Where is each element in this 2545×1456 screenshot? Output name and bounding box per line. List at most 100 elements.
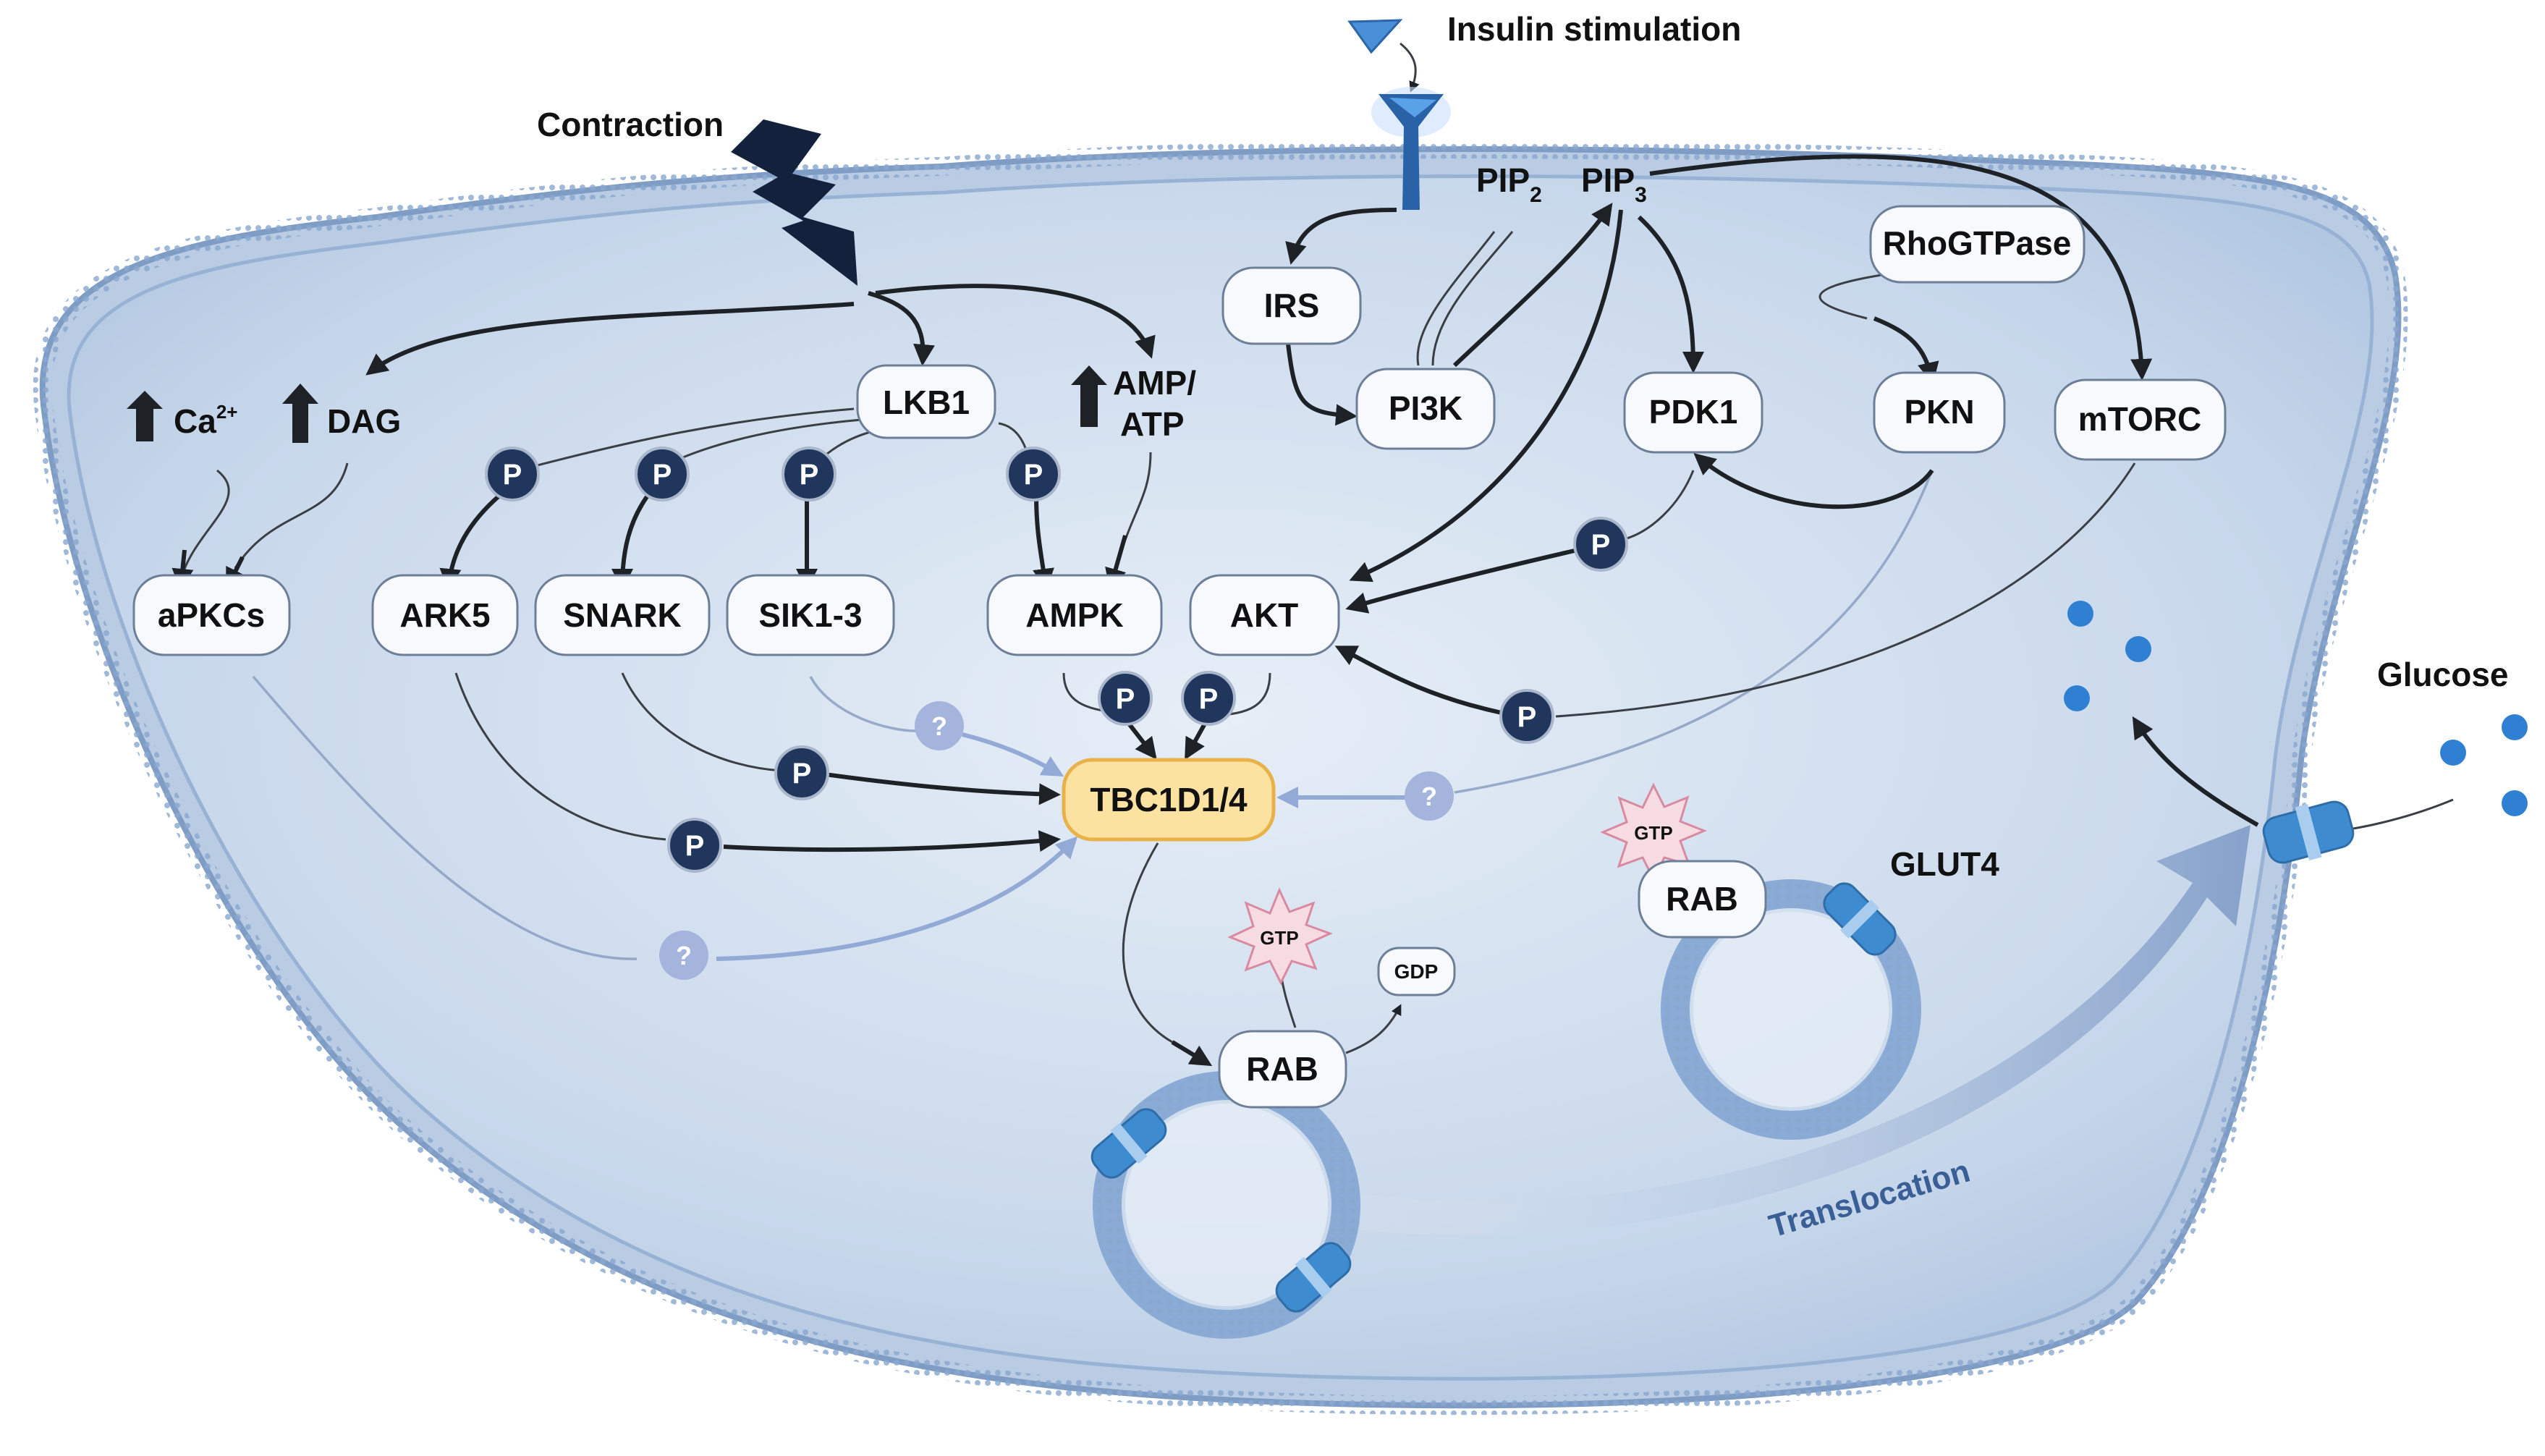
node-gdp-label: GDP xyxy=(1394,960,1439,983)
phospho-badge-snark-label: P xyxy=(653,459,672,491)
arrow-p-akt-mtorc xyxy=(1334,646,1502,715)
glut4-transporter-icon xyxy=(1091,1108,1167,1179)
glut4-label: GLUT4 xyxy=(1890,845,1999,883)
ca-label: Ca2+ xyxy=(174,401,237,440)
link-ca-apkcs xyxy=(179,469,230,580)
insulin-ligand-icon xyxy=(1347,19,1403,54)
arrow-p-tbc-snark xyxy=(824,772,1061,805)
link-pdk1-p xyxy=(1624,470,1695,541)
contraction-label: Contraction xyxy=(537,106,724,143)
link-snark-tbc xyxy=(621,672,782,772)
node-ampk: AMPK xyxy=(986,574,1163,656)
amp-up-arrow-icon xyxy=(1071,365,1107,427)
ca-up-arrow-icon xyxy=(127,391,163,441)
node-rab-main-label: RAB xyxy=(1246,1050,1318,1088)
insulin-arrow xyxy=(1399,42,1420,93)
faint-link-apkcs-tbc xyxy=(252,675,638,960)
arrow-pip3-pdk1 xyxy=(1637,215,1704,373)
node-rab-vesicle: RAB xyxy=(1638,860,1767,939)
arrow-pi3k-pip3 xyxy=(1452,203,1613,368)
node-pkn-label: PKN xyxy=(1904,393,1974,431)
gtp-burst-vesicle: GTP xyxy=(1600,782,1707,882)
phospho-badge-ampk-tbc-label: P xyxy=(1116,683,1135,715)
phospho-badge-ark5-tbc: P xyxy=(667,818,722,873)
arrow-receptor-irs xyxy=(1285,208,1397,265)
glucose-molecule xyxy=(2125,636,2151,662)
phospho-badge-ark5-label: P xyxy=(503,459,522,491)
link-dag-apkcs xyxy=(234,462,349,569)
glucose-label: Glucose xyxy=(2377,656,2509,693)
arrow-contraction-lkb1 xyxy=(868,291,935,366)
cell-membrane-lipids xyxy=(33,140,2408,1415)
dag-label: DAG xyxy=(327,402,401,440)
glut4-transporter-icon xyxy=(1275,1242,1352,1313)
faint-link-pkn-q2 xyxy=(1454,470,1934,794)
node-ark5: ARK5 xyxy=(371,574,519,656)
link-rho-pkn xyxy=(1818,274,1882,320)
node-irs: IRS xyxy=(1221,266,1362,345)
pip2-label: PIP2 xyxy=(1476,161,1542,207)
arrow-pip3-mtorc xyxy=(1649,154,2153,381)
translocation-band xyxy=(1360,825,2250,1235)
arrow-akt-p-tbc xyxy=(1185,722,1207,761)
unknown-badge-sik-label: ? xyxy=(931,711,947,741)
link-pip3-left-a xyxy=(1431,231,1514,366)
node-ampk-label: AMPK xyxy=(1025,596,1123,634)
gtp-burst-main: GTP xyxy=(1227,887,1333,986)
node-sik13-label: SIK1-3 xyxy=(758,596,862,634)
amp-label-line1: AMP/ xyxy=(1113,364,1196,402)
node-irs-label: IRS xyxy=(1264,287,1320,324)
node-lkb1: LKB1 xyxy=(856,364,996,439)
unknown-badge-sik: ? xyxy=(915,701,964,750)
unknown-badge-apkcs-label: ? xyxy=(676,941,692,970)
phospho-badge-ark5: P xyxy=(485,446,540,501)
vesicle-main xyxy=(1091,1071,1360,1339)
node-tbc1d14-label: TBC1D1/4 xyxy=(1090,781,1248,818)
node-lkb1-label: LKB1 xyxy=(883,384,970,421)
node-akt: AKT xyxy=(1189,574,1340,656)
node-sik13: SIK1-3 xyxy=(726,574,895,656)
amp-label-line2: ATP xyxy=(1120,405,1185,443)
arrow-contraction-dag xyxy=(365,302,855,376)
gtp-label-main: GTP xyxy=(1260,927,1298,949)
phospho-badge-ampk: P xyxy=(1006,446,1061,501)
node-rab-vesicle-label: RAB xyxy=(1666,880,1738,918)
node-pkn: PKN xyxy=(1873,371,2006,454)
phospho-badge-pdk1-akt-label: P xyxy=(1591,529,1611,561)
phospho-badge-ampk-tbc: P xyxy=(1098,671,1153,726)
faint-link-q3-tbc xyxy=(716,836,1078,961)
node-pi3k-label: PI3K xyxy=(1389,389,1462,427)
insulin-label: Insulin stimulation xyxy=(1447,10,1741,48)
vesicle-right xyxy=(1661,879,1921,1140)
arrow-glucose-entry xyxy=(2132,716,2259,827)
faint-link-sik-tbc xyxy=(809,676,916,732)
pip3-label: PIP3 xyxy=(1581,161,1647,207)
gtp-label-vesicle: GTP xyxy=(1634,822,1672,844)
node-snark: SNARK xyxy=(534,574,711,656)
node-pi3k: PI3K xyxy=(1355,368,1496,450)
node-apkcs-label: aPKCs xyxy=(158,596,265,634)
node-rhogtpase: RhoGTPase xyxy=(1869,205,2085,284)
arrow-rab-gdp xyxy=(1345,1004,1402,1054)
node-pdk1-label: PDK1 xyxy=(1649,393,1738,431)
insulin-bound-icon xyxy=(1389,98,1436,117)
node-akt-label: AKT xyxy=(1230,596,1299,634)
arrow-irs-pi3k xyxy=(1286,343,1358,426)
node-gdp: GDP xyxy=(1377,947,1456,996)
glucose-molecule xyxy=(2064,685,2090,711)
arrow-pp-ark5 xyxy=(439,494,501,591)
arrow-p-akt-pdk xyxy=(1345,548,1578,614)
node-rhogtpase-label: RhoGTPase xyxy=(1883,224,2072,262)
phospho-badge-sik13-label: P xyxy=(800,459,819,491)
phospho-badge-pdk1-akt: P xyxy=(1573,517,1628,572)
node-mtorc: mTORC xyxy=(2054,378,2227,461)
glucose-molecule xyxy=(2067,601,2093,627)
unknown-badge-pkn-label: ? xyxy=(1421,782,1437,811)
link-mtorc-p xyxy=(1555,462,2136,718)
node-apkcs: aPKCs xyxy=(132,574,291,656)
arrow-tbc-rab-head xyxy=(1171,1040,1213,1067)
unknown-badge-apkcs: ? xyxy=(659,931,708,980)
arrow-rho-pkn-bold xyxy=(1873,316,1939,384)
phospho-badge-ark5-tbc-label: P xyxy=(685,830,705,862)
